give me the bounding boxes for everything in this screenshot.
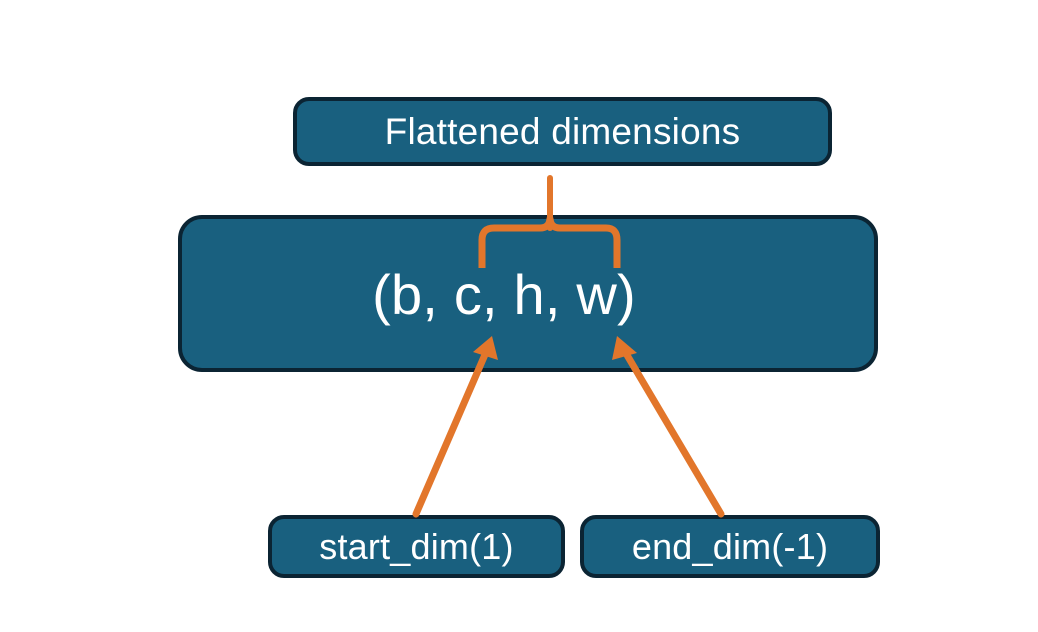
end-dim-arrow-line <box>620 346 725 518</box>
end-dim-node: end_dim(-1) <box>580 515 880 578</box>
tensor-shape-node: (b, c, h, w) <box>178 215 878 372</box>
start-dim-label: start_dim(1) <box>319 525 514 567</box>
end-dim-label: end_dim(-1) <box>631 525 829 567</box>
flattened-dimensions-label: Flattened dimensions <box>384 110 741 152</box>
start-dim-arrow-line <box>412 346 491 518</box>
flattened-dimensions-node: Flattened dimensions <box>293 97 832 166</box>
start-dim-node: start_dim(1) <box>268 515 565 578</box>
tensor-shape-label: (b, c, h, w) <box>372 263 636 326</box>
